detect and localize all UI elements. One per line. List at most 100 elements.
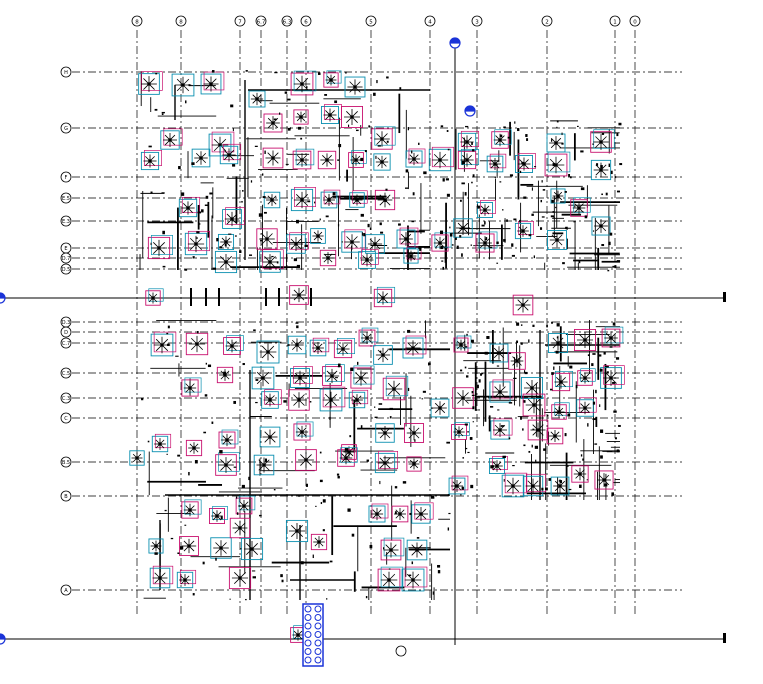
annotation-mark bbox=[552, 211, 555, 213]
annotation-mark bbox=[440, 245, 443, 250]
annotation-mark bbox=[567, 465, 569, 467]
riser-cabinet-port bbox=[314, 622, 322, 630]
fixture-center bbox=[304, 458, 308, 462]
annotation-mark bbox=[199, 223, 201, 225]
annotation-mark bbox=[612, 265, 616, 267]
annotation-mark bbox=[472, 421, 475, 423]
fixture-symbol-icon bbox=[290, 366, 313, 388]
annotation-mark bbox=[550, 215, 555, 218]
fixture-frame-secondary bbox=[154, 433, 172, 449]
fixture-frame bbox=[508, 352, 526, 370]
fixture-symbol-icon bbox=[240, 537, 264, 561]
annotation-mark bbox=[514, 121, 516, 124]
fixture-symbol-icon bbox=[253, 454, 275, 476]
section-marker-icon bbox=[0, 633, 6, 645]
annotation-mark bbox=[293, 258, 298, 262]
fixture-frame-secondary bbox=[460, 148, 480, 166]
annotation-mark bbox=[605, 192, 608, 196]
fixture-symbol-icon bbox=[256, 228, 278, 250]
annotation-mark bbox=[539, 227, 543, 230]
annotation-mark bbox=[532, 428, 535, 430]
fixture-center bbox=[154, 544, 158, 548]
annotation-mark bbox=[561, 142, 564, 145]
fixture-frame bbox=[229, 517, 251, 539]
fixture-center bbox=[330, 374, 334, 378]
column-grid-label: 6 bbox=[304, 20, 308, 26]
fixture-frame-secondary bbox=[222, 143, 242, 161]
annotation-mark bbox=[480, 373, 482, 376]
annotation-mark bbox=[419, 247, 422, 251]
annotation-mark bbox=[250, 180, 253, 183]
row-grid-label: C.7 bbox=[62, 341, 70, 347]
fixture-frame bbox=[310, 228, 326, 244]
annotation-mark bbox=[513, 377, 517, 379]
fixture-symbol-icon bbox=[185, 439, 203, 457]
fixture-frame-secondary bbox=[325, 364, 345, 382]
annotation-mark bbox=[418, 246, 422, 250]
annotation-mark bbox=[271, 255, 274, 258]
annotation-mark bbox=[230, 104, 234, 108]
annotation-mark bbox=[337, 223, 340, 227]
annotation-mark bbox=[477, 205, 480, 209]
fixture-center bbox=[353, 85, 357, 89]
annotation-mark bbox=[519, 219, 521, 223]
annotation-mark bbox=[451, 244, 454, 246]
annotation-mark bbox=[150, 242, 152, 246]
annotation-mark bbox=[379, 480, 381, 485]
annotation-mark bbox=[195, 237, 198, 239]
fixture-center bbox=[262, 463, 266, 467]
fixture-symbol-icon bbox=[145, 288, 164, 306]
fixture-frame bbox=[453, 218, 473, 238]
fixture-frame-secondary bbox=[340, 447, 358, 463]
annotation-mark bbox=[263, 211, 267, 214]
fixture-symbol-icon bbox=[235, 495, 256, 515]
section-marker-fill bbox=[0, 634, 5, 639]
annotation-mark bbox=[194, 460, 198, 464]
fixture-frame bbox=[215, 454, 237, 476]
fixture-symbol-icon bbox=[594, 470, 614, 490]
fixture-frame bbox=[348, 391, 366, 409]
fixture-center bbox=[521, 229, 525, 233]
fixture-center bbox=[497, 351, 501, 355]
fixture-frame-secondary bbox=[361, 327, 379, 343]
riser-bar bbox=[205, 288, 207, 306]
fixture-frame-secondary bbox=[478, 231, 498, 249]
fixture-symbol-icon bbox=[292, 148, 315, 170]
fixture-symbol-icon bbox=[322, 364, 345, 386]
annotation-mark bbox=[569, 365, 573, 369]
fixture-center bbox=[415, 548, 419, 552]
column-grid-label: 8 bbox=[135, 20, 139, 26]
annotation-mark bbox=[592, 230, 595, 232]
fixture-symbol-icon bbox=[289, 285, 309, 305]
annotation-mark bbox=[600, 165, 603, 169]
fixture-center bbox=[515, 359, 519, 363]
fixture-center bbox=[438, 406, 442, 410]
annotation-mark bbox=[235, 496, 238, 499]
fixture-symbol-icon bbox=[150, 331, 177, 357]
fixture-frame bbox=[411, 504, 431, 524]
fixture-center bbox=[261, 376, 265, 380]
annotation-mark bbox=[360, 213, 364, 217]
section-end-mark bbox=[723, 633, 726, 643]
fixture-frame bbox=[200, 73, 222, 95]
fixture-symbol-icon bbox=[223, 335, 244, 355]
fixture-symbol-icon bbox=[452, 387, 474, 409]
fixture-frame bbox=[402, 337, 424, 359]
annotation-mark bbox=[167, 325, 170, 329]
annotation-mark bbox=[612, 381, 615, 384]
fixture-frame bbox=[184, 232, 208, 256]
annotation-mark bbox=[161, 192, 165, 194]
fixture-symbol-icon bbox=[377, 566, 404, 592]
annotation-mark bbox=[242, 363, 245, 366]
annotation-mark bbox=[486, 336, 490, 339]
column-grid-label: 6.3 bbox=[283, 20, 292, 26]
annotation-mark bbox=[375, 155, 377, 159]
fixture-symbol-icon bbox=[527, 419, 549, 441]
annotation-mark bbox=[470, 484, 474, 489]
annotation-mark bbox=[192, 593, 195, 596]
fixture-frame bbox=[382, 377, 406, 401]
annotation-mark bbox=[448, 512, 451, 515]
fixture-symbol-icon bbox=[248, 90, 266, 108]
annotation-mark bbox=[305, 86, 308, 89]
